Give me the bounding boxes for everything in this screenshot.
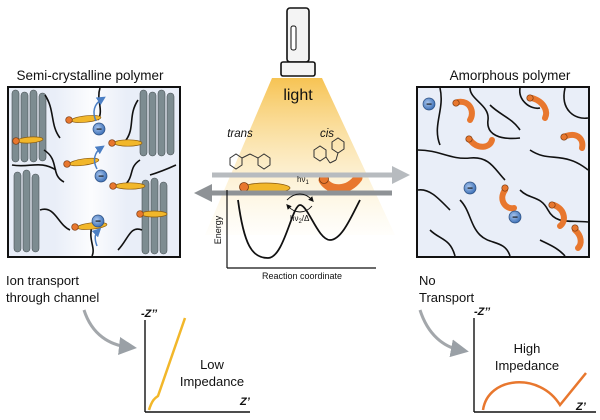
amorphous-chains	[417, 87, 589, 257]
left-caption-line1: Ion transport	[6, 273, 79, 288]
low-impedance-label-1: Low	[200, 357, 224, 372]
energy-curve	[237, 199, 361, 259]
ion-transport-arrows	[91, 96, 106, 247]
svg-text:−: −	[426, 100, 432, 111]
cis-azobenzene-pendants	[455, 95, 586, 251]
anions-right: − − −	[422, 97, 522, 224]
reaction-coordinate-label: Reaction coordinate	[262, 271, 342, 281]
switch-arrows	[194, 166, 410, 202]
svg-text:−: −	[95, 217, 101, 228]
trans-label: trans	[227, 128, 253, 140]
right-imp-y-label: -Z’’	[474, 306, 491, 318]
left-imp-x-label: Z’	[239, 396, 251, 408]
low-impedance-curve	[147, 317, 187, 411]
cis-label: cis	[320, 128, 334, 140]
hv2-label: hν2/Δ	[290, 214, 310, 225]
energy-axis-label: Energy	[213, 215, 223, 244]
right-pointer-arrow	[418, 309, 469, 358]
right-panel-title: Amorphous polymer	[450, 68, 571, 83]
svg-text:−: −	[98, 172, 104, 183]
left-imp-y-label: -Z’’	[141, 308, 158, 320]
cis-pendant-heads	[452, 94, 579, 232]
right-caption-line2: Transport	[419, 290, 475, 305]
energy-plot: Energy Reaction coordinate	[213, 190, 376, 281]
anions-left: − − −	[91, 122, 108, 228]
flashlight-head	[280, 61, 316, 77]
amorphous-panel: − − −	[416, 86, 590, 258]
flashlight-body	[286, 7, 310, 63]
left-caption-line2: through channel	[6, 290, 99, 305]
crystalline-lamellae	[11, 89, 175, 255]
right-imp-x-label: Z’	[575, 401, 587, 413]
cis-azobenzene-structure	[313, 137, 345, 164]
isomer-switch: trans cis	[194, 128, 410, 281]
svg-text:−: −	[467, 184, 473, 195]
svg-text:−: −	[512, 213, 518, 224]
svg-text:−: −	[96, 125, 102, 136]
low-impedance-label-2: Impedance	[180, 374, 244, 389]
light-beam	[205, 78, 395, 235]
flashlight: light	[205, 7, 395, 235]
high-impedance-label-1: High	[514, 341, 541, 356]
semi-crystalline-panel: − − −	[7, 86, 181, 258]
trans-azobenzene-pendants	[12, 115, 168, 231]
high-impedance-curve	[481, 372, 587, 411]
high-impedance-label-2: Impedance	[495, 358, 559, 373]
high-impedance-plot: -Z’’ Z’ High Impedance	[473, 306, 596, 413]
hv1-label: hν1	[297, 175, 309, 186]
right-caption-line1: No	[419, 273, 436, 288]
light-label: light	[283, 87, 313, 104]
left-panel-title: Semi-crystalline polymer	[16, 68, 164, 83]
trans-azobenzene-structure	[229, 153, 271, 170]
low-impedance-plot: -Z’’ Z’ Low Impedance	[141, 308, 251, 413]
left-pointer-arrow	[82, 309, 137, 355]
